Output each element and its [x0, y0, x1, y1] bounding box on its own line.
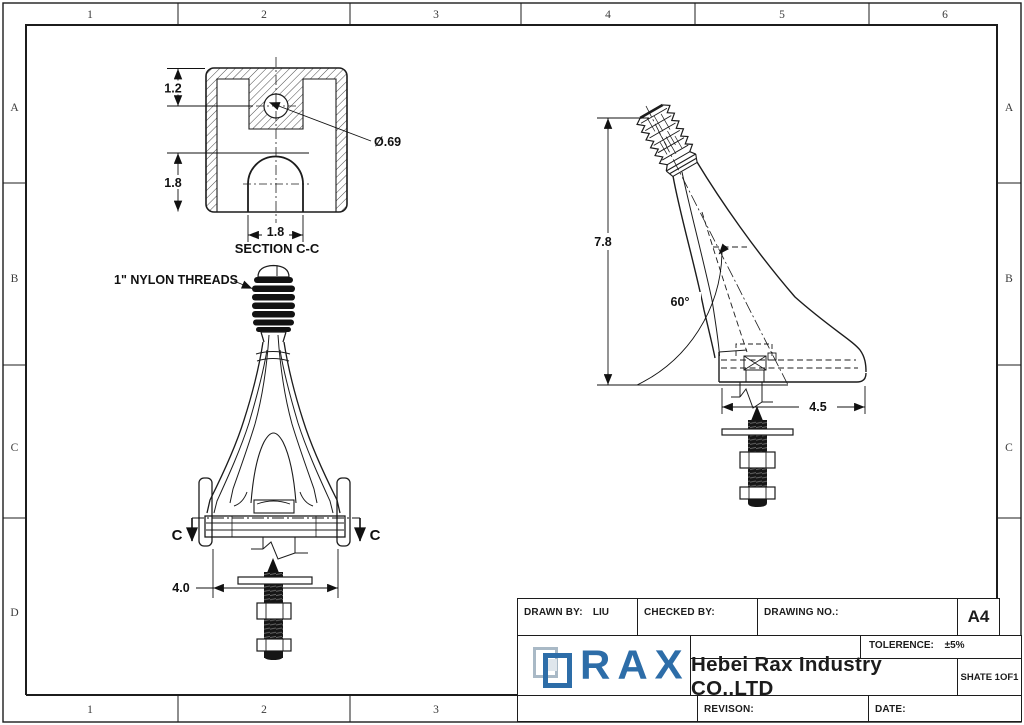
zone-top-2: 2 [261, 9, 267, 21]
blank-cell-2 [517, 695, 698, 722]
dim-side-height: 7.8 [594, 235, 611, 249]
zone-left-c: C [11, 442, 19, 454]
zone-right-c: C [1005, 442, 1013, 454]
front-cut-line: C C [172, 517, 381, 544]
side-body [672, 161, 867, 409]
company-cell: Hebei Rax Industry CO.,LTD [690, 653, 958, 700]
zone-left-a: A [10, 102, 19, 114]
front-threads [252, 264, 295, 332]
side-bolt [721, 406, 794, 507]
dim-section-1-2: 1.2 [164, 82, 181, 96]
section-title: SECTION C-C [235, 241, 320, 256]
thread-note: 1" NYLON THREADS [114, 273, 238, 287]
drawn-by-value: LIU [592, 607, 609, 618]
cut-label-right: C [370, 527, 381, 544]
zone-bottom-2: 2 [261, 704, 267, 716]
drawn-by-label: DRAWN BY: [524, 607, 583, 618]
zone-top-1: 1 [87, 9, 93, 21]
zone-top-4: 4 [605, 9, 611, 21]
dim-front-width: 4.0 [172, 581, 189, 595]
revision-label: REVISON: [704, 704, 754, 715]
side-threads [636, 103, 698, 177]
tolerance-value: ±5% [944, 640, 965, 651]
zone-right-a: A [1005, 102, 1014, 114]
drawing-no-label: DRAWING NO.: [764, 607, 839, 618]
front-body [198, 331, 351, 560]
cut-label-left: C [172, 527, 183, 544]
zone-top-3: 3 [433, 9, 439, 21]
front-bolt [237, 558, 313, 660]
checked-by-label: CHECKED BY: [644, 607, 715, 618]
date-label: DATE: [875, 704, 906, 715]
tolerance-label: TOLERENCE: [869, 640, 934, 651]
company-name: Hebei Rax Industry CO.,LTD [691, 653, 883, 700]
zone-left-b: B [11, 273, 19, 285]
sheet-label: SHATE 1OF1 [960, 671, 1019, 683]
date-cell: DATE: [868, 695, 1022, 722]
zone-bottom-3: 3 [433, 704, 439, 716]
dim-section-1-8-vert: 1.8 [164, 176, 181, 190]
zone-bottom-1: 1 [87, 704, 93, 716]
dim-section-1-8-horiz: 1.8 [267, 225, 284, 239]
revision-cell: REVISON: [697, 695, 869, 722]
dim-side-depth: 4.5 [809, 400, 826, 414]
zone-right-b: B [1005, 273, 1013, 285]
side-view: 7.8 60° 4.5 [588, 103, 867, 507]
front-dimension [196, 549, 339, 598]
zone-top-6: 6 [942, 9, 948, 21]
logo-text: RAX [580, 641, 690, 688]
front-view: C C 4.0 1" NYLON THREADS [114, 264, 381, 660]
drawn-by-cell: DRAWN BY: LIU [517, 598, 638, 636]
paper-size: A4 [967, 607, 990, 626]
section-view: 1.2 1.8 1.8 Ø.69 SECTION C-C [160, 57, 401, 256]
logo-cell: RAX [517, 635, 691, 696]
drawing-no-cell: DRAWING NO.: [757, 598, 958, 636]
sheet-number-cell: SHATE 1OF1 [957, 658, 1022, 696]
dim-section-hole: Ø.69 [374, 135, 401, 149]
zone-left-d: D [10, 607, 18, 619]
dim-side-angle: 60° [671, 295, 690, 309]
blank-cell-1 [690, 635, 861, 659]
zone-top-5: 5 [779, 9, 785, 21]
paper-size-cell: A4 [957, 598, 1000, 636]
side-dimensions [597, 117, 866, 414]
zone-labels: 1 2 3 4 5 6 1 2 3 A B C D A B C [10, 9, 1014, 716]
checked-by-cell: CHECKED BY: [637, 598, 758, 636]
